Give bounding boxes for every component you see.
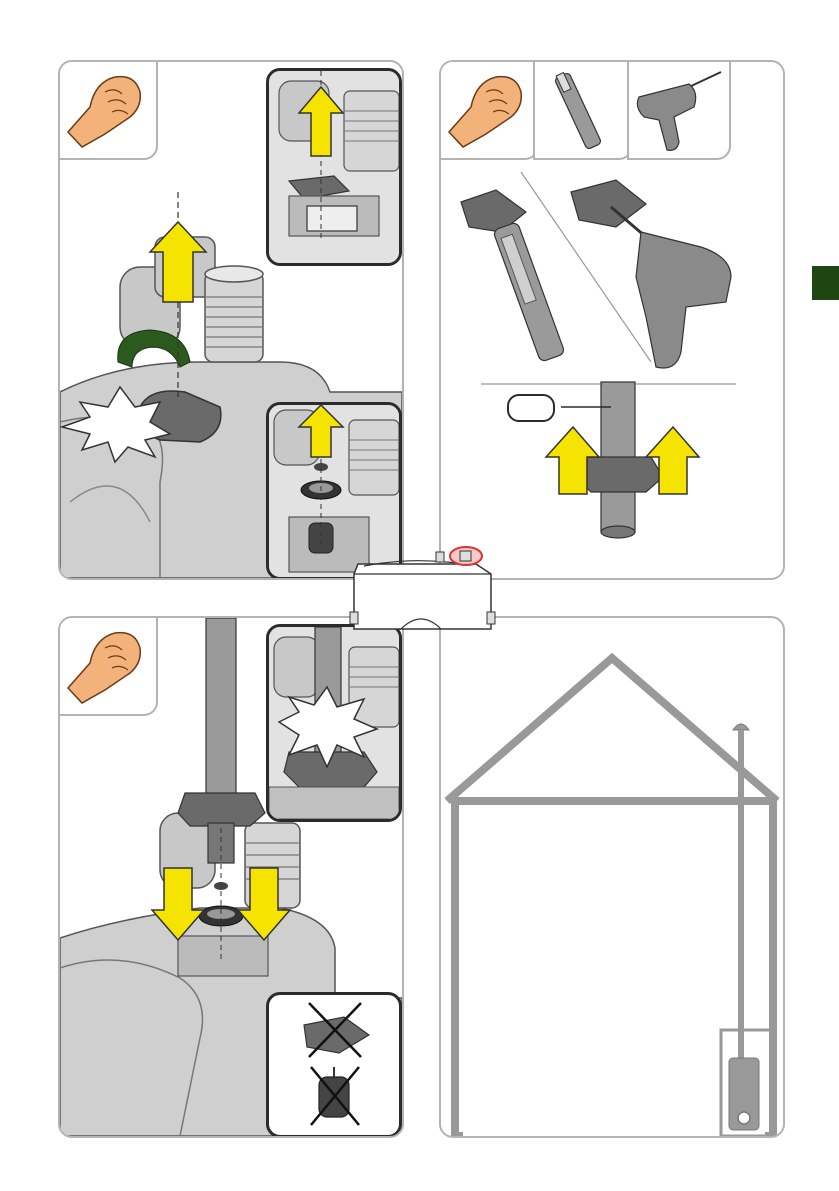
house-installation-illustration [441,618,783,1136]
panel-step-house-installation [439,616,785,1138]
hand-icon [441,62,537,158]
inset-pipe-fitted [266,624,402,822]
chapter-tab [812,266,839,300]
cap-lift-detail [269,71,399,263]
pipe-callout-label [507,394,555,422]
panel-step-remove-cap [58,60,404,580]
hand-icon-box [58,60,158,160]
hand-icon [60,618,156,714]
hand-icon-box [58,616,158,716]
hand-icon [60,62,156,158]
discard-parts-detail [269,995,399,1135]
hand-icon-box [439,60,539,160]
power-drill-icon [629,62,729,158]
pipe-fitted-detail [269,627,399,819]
utility-knife-icon [535,62,631,158]
panel-step-cut-or-drill [439,60,785,580]
pump-overview-illustration [346,544,496,640]
inset-cap-removed [266,68,402,266]
panel-step-insert-pipe [58,616,404,1138]
inset-discard-parts [266,992,402,1138]
knife-icon-box [533,60,633,160]
pump-overview-figure [346,544,496,640]
drill-icon-box [627,60,731,160]
